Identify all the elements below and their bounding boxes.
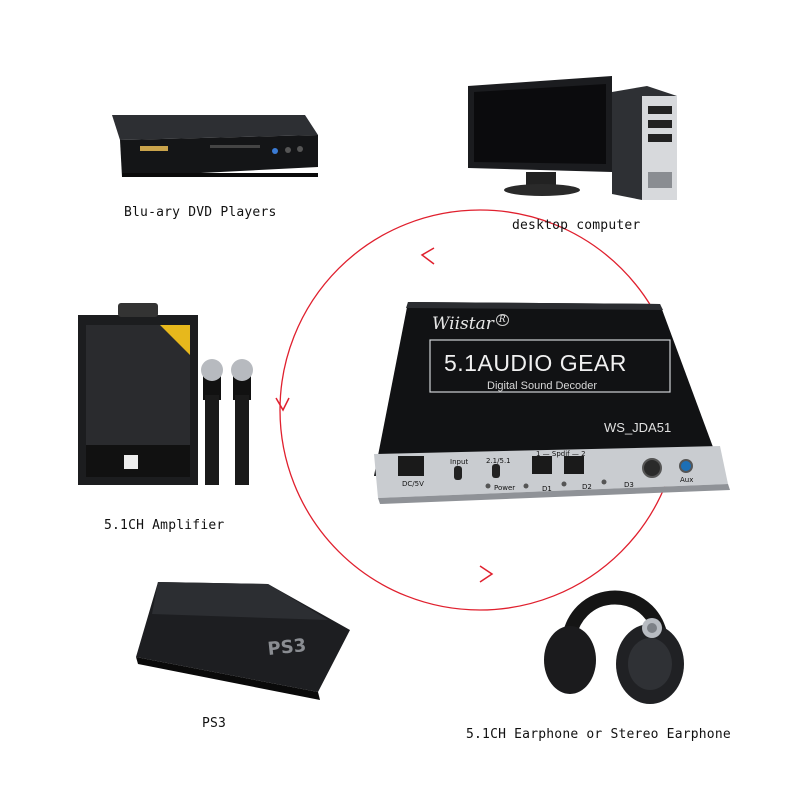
d3-port [642,458,662,478]
arrow-bottom-icon [479,565,494,583]
decoder-brand-name: Wiistar [432,314,494,334]
mode-button [492,464,500,478]
label-input: Input [450,458,469,466]
aux-port [679,459,693,473]
spdif2-port [564,456,584,474]
dc-port [398,456,424,476]
decoder-box [374,302,730,504]
label-d2: D2 [582,483,592,491]
label-mode: 2.1/5.1 [486,457,511,465]
label-d1: D1 [542,485,552,493]
headphones-image [544,590,684,704]
bluray-player-image [112,115,318,177]
decoder-registered-mark: R [495,314,509,327]
label-dc: DC/5V [402,480,424,488]
label-spdif: 1 — Spdif — 2 [536,450,586,458]
ps3-caption: PS3 [202,716,227,731]
label-d3: D3 [624,481,634,489]
headphones-caption: 5.1CH Earphone or Stereo Earphone [466,727,731,742]
amplifier-image [78,303,253,485]
desktop-caption: desktop computer [512,218,641,233]
arrow-top-icon [420,247,435,265]
amplifier-caption: 5.1CH Amplifier [104,518,225,533]
bluray-caption: Blu-ary DVD Players [124,205,277,220]
ps3-image: PS3 [136,582,350,700]
spdif1-port [532,456,552,474]
ps3-logo: PS3 [267,635,308,660]
arrow-left-icon [275,397,290,412]
input-button [454,466,462,480]
decoder-model: WS_JDA51 [604,420,672,435]
decoder-title: 5.1AUDIO GEAR [444,350,627,376]
label-aux: Aux [680,476,694,484]
decoder-subtitle: Digital Sound Decoder [487,380,598,392]
desktop-computer-image [468,76,677,200]
label-power: Power [494,484,516,492]
